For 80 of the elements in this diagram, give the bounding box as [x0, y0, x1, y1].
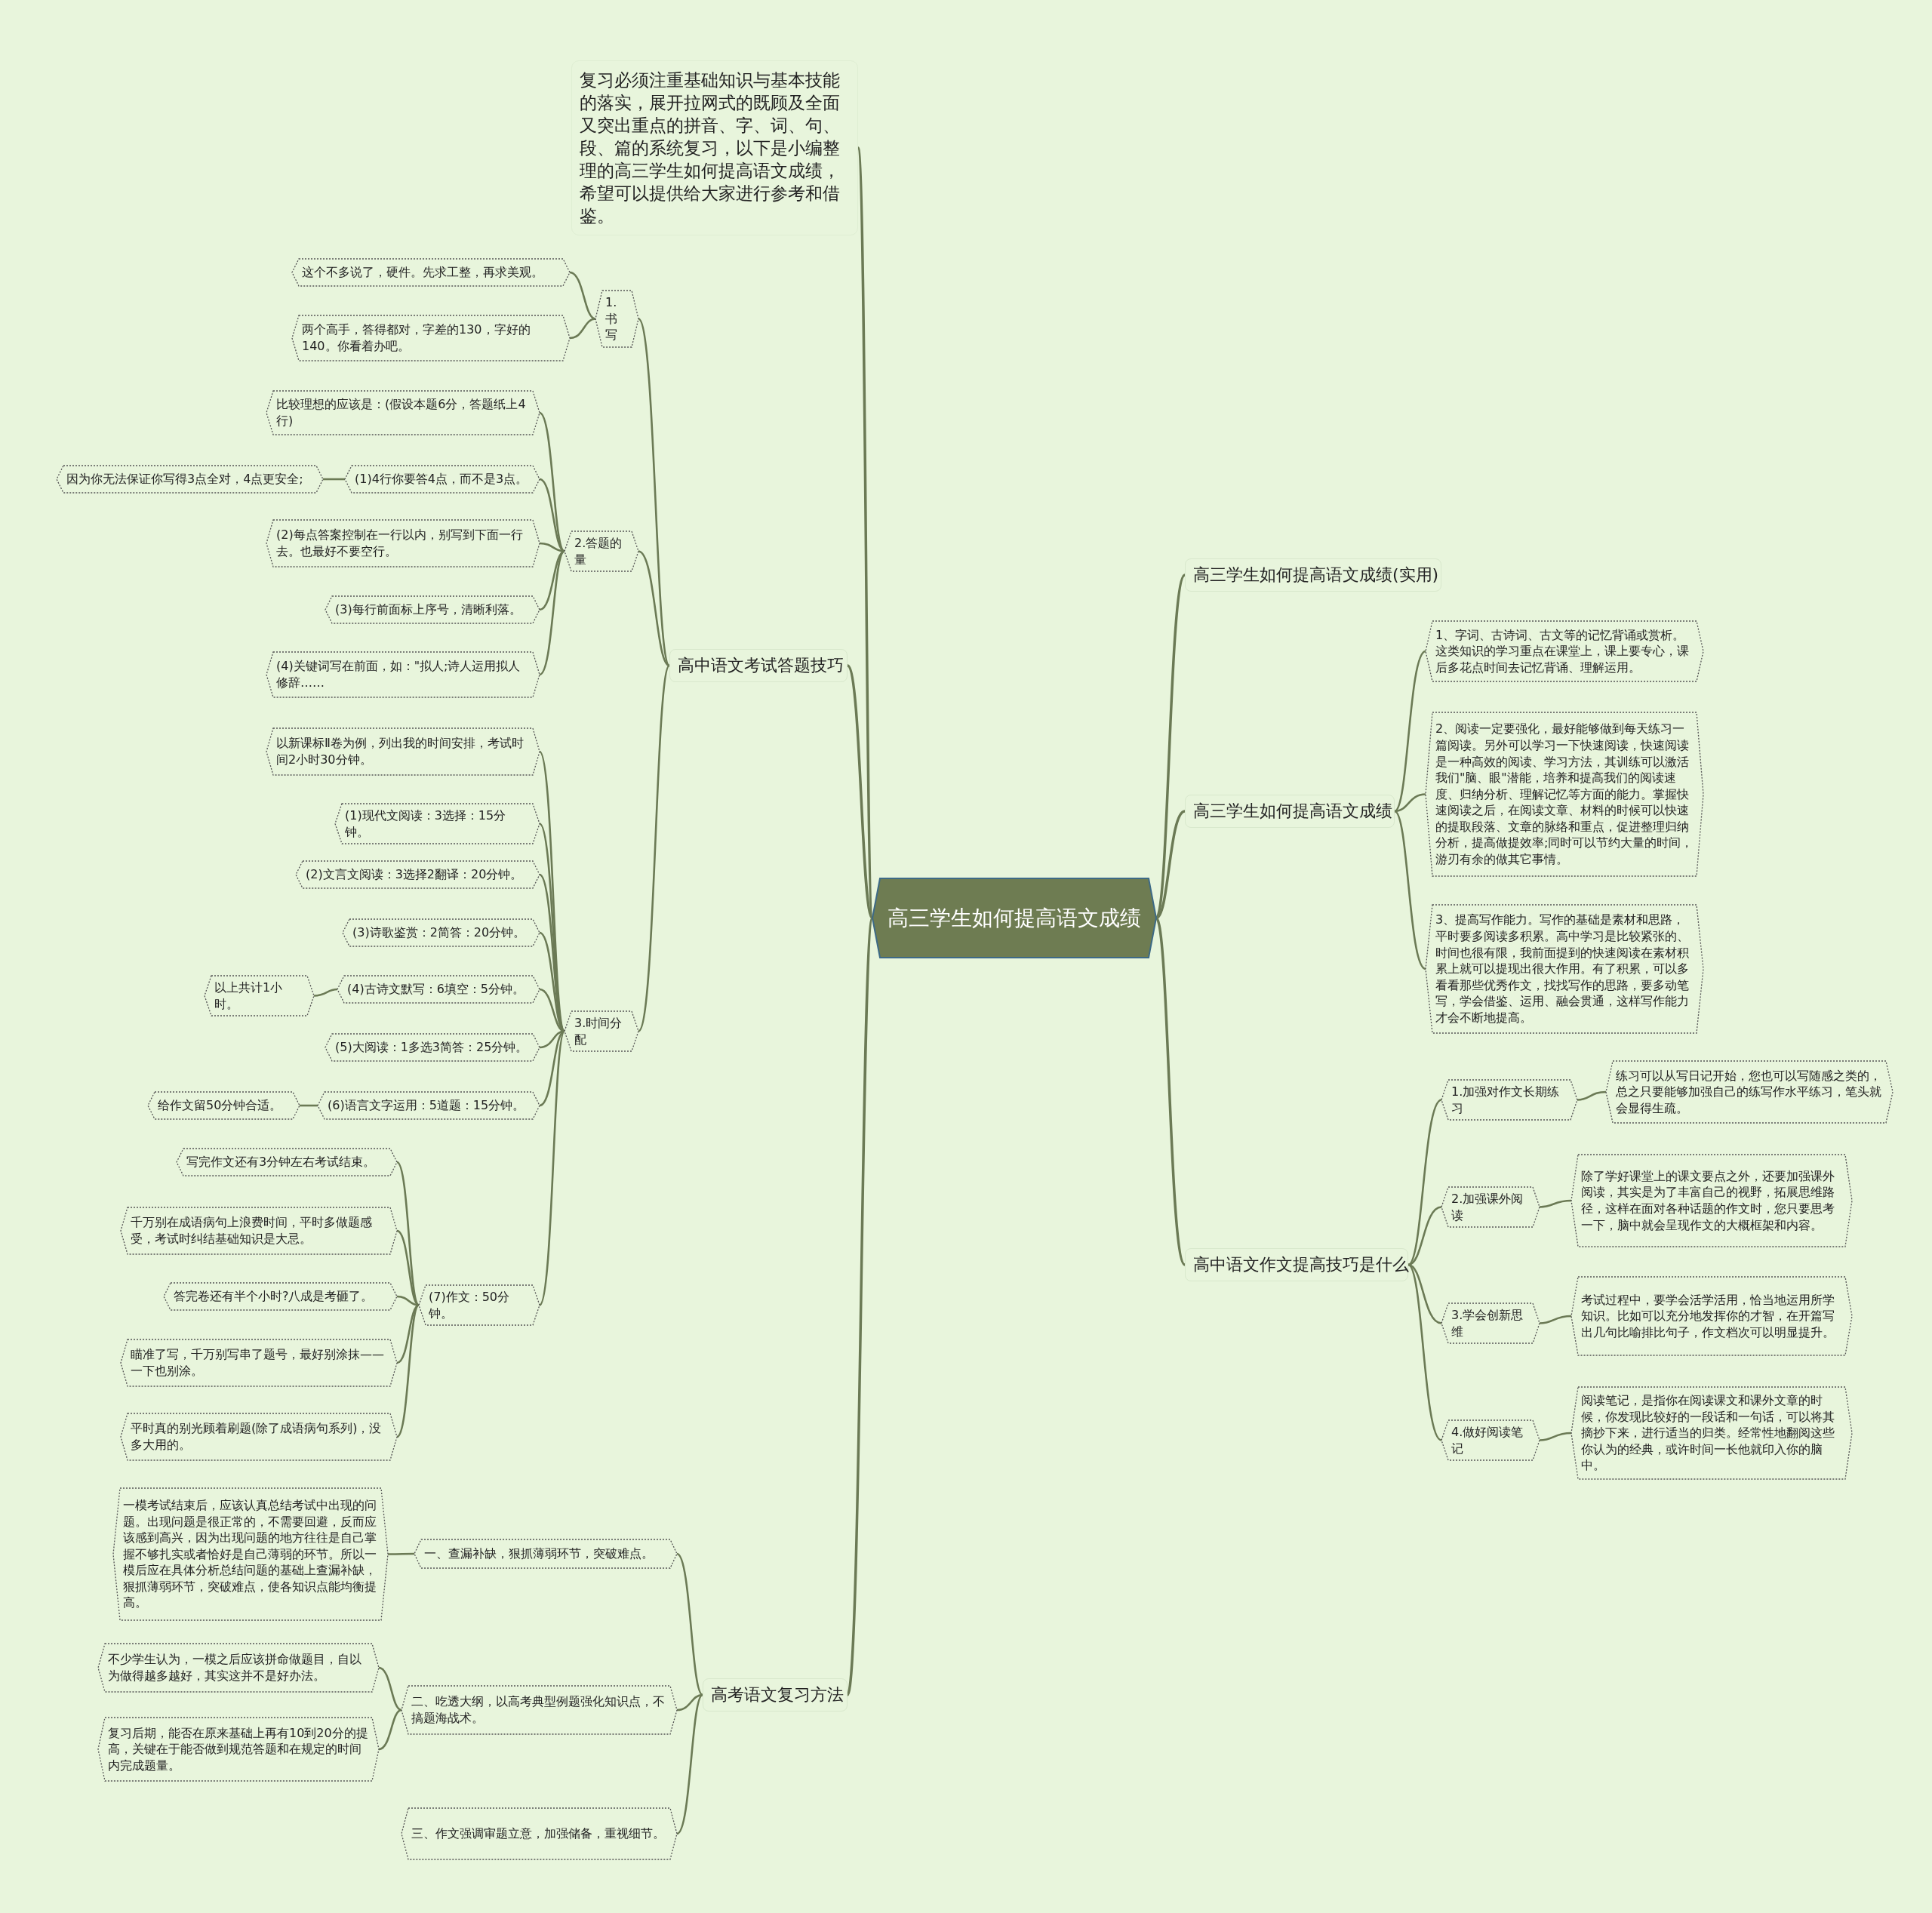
connector-line	[569, 271, 596, 320]
subtopic-box: 不少学生认为，一模之后应该拼命做题目，自以为做得越多越好，其实这并不是好办法。	[98, 1644, 379, 1692]
subtopic-box: 千万别在成语病句上浪费时间，平时多做题感受，考试时纠结基础知识是大忌。	[121, 1207, 397, 1254]
connector-line	[676, 1693, 703, 1712]
subtopic-box: 4.做好阅读笔记	[1441, 1420, 1540, 1461]
subtopic-box: (4)古诗文默写：6填空：5分钟。	[337, 976, 540, 1003]
subtopic-box: (7)作文：50分钟。	[419, 1285, 540, 1326]
branch-topic-box: 高中语文考试答题技巧	[669, 649, 848, 682]
subtopic-box: 2、阅读一定要强化，最好能够做到每天练习一篇阅读。另外可以学习一下快速阅读，快速阅读是一种高效的阅读、学习方法，其训练可以激活我们"脑、眼"潜能，培养和提高我们的阅读速度、归纳分析、理解记忆等方面的能力。掌握快速阅读之后，在阅读文章、材料的时候可以快速的提取段落、文章的脉络和重点，促进整理归纳分析，提高做提效率;同时可以节约大量的时间，游刃有余的做其它事情。	[1426, 712, 1703, 876]
connector-line	[1407, 1263, 1442, 1324]
connector-line	[676, 1553, 703, 1696]
subtopic-box: 3.时间分配	[565, 1011, 638, 1052]
connector-line	[539, 1030, 565, 1107]
subtopic-box: 写完作文还有3分钟左右考试结束。	[177, 1149, 397, 1176]
subtopic-box: (5)大阅读：1多选3简答：25分钟。	[325, 1034, 540, 1061]
subtopic-box: 练习可以从写日记开始，您也可以写随感之类的，总之只要能够加强自己的练写作水平练习，笔头就会显得生疏。	[1606, 1061, 1893, 1123]
subtopic-box: 以上共计1小时。	[205, 976, 314, 1016]
subtopic-box: 答完卷还有半个小时?八成是考砸了。	[164, 1283, 397, 1310]
subtopic-box: 比较理想的应该是：(假设本题6分，答题纸上4行)	[266, 391, 540, 435]
subtopic-box: 三、作文强调审题立意，加强储备，重视细节。	[401, 1808, 677, 1859]
subtopic-box: (3)诗歌鉴赏：2简答：20分钟。	[343, 919, 540, 946]
connector-line	[323, 478, 345, 481]
connector-line	[638, 550, 670, 667]
connector-line	[396, 1304, 420, 1364]
subtopic-box: 考试过程中，要学会活学活用，恰当地运用所学知识。比如可以充分地发挥你的才智，在开篇写出几句比喻排比句子，作文档次可以明显提升。	[1571, 1277, 1852, 1355]
central-topic-box: 高三学生如何提高语文成绩	[872, 878, 1156, 958]
branch-topic-box: 高三学生如何提高语文成绩	[1185, 795, 1395, 828]
subtopic-box: (2)每点答案控制在一行以内，别写到下面一行去。也最好不要空行。	[266, 520, 540, 567]
subtopic-box: 给作文留50分钟合适。	[148, 1092, 300, 1119]
subtopic-box: 阅读笔记，是指你在阅读课文和课外文章的时候，你发现比较好的一段话和一句话，可以将其摘抄下来，进行适当的归类。经常性地翻阅这些你认为的经典，或许时间一长他就印入你的脑中。	[1571, 1387, 1852, 1479]
connector-line	[378, 1666, 402, 1712]
branch-topic-box: 高中语文作文提高技巧是什么	[1185, 1248, 1408, 1281]
connector-line	[1394, 650, 1426, 812]
subtopic-box: 1、字词、古诗词、古文等的记忆背诵或赏析。这类知识的学习重点在课堂上，课上要专心，课后多花点时间去记忆背诵、理解运用。	[1426, 621, 1703, 681]
subtopic-box: (4)关键词写在前面，如："拟人;诗人运用拟人修辞……	[266, 652, 540, 697]
connector-line	[378, 1708, 402, 1751]
branch-topic-box: 高考语文复习方法	[703, 1678, 848, 1712]
subtopic-box: 除了学好课堂上的课文要点之外，还要加强课外阅读，其实是为了丰富自己的视野，拓展思维路径，这样在面对各种话题的作文时，您只要思考一下，脑中就会呈现作文的大概框架和内容。	[1571, 1155, 1852, 1247]
connector-line	[1155, 810, 1186, 919]
connector-line	[637, 665, 671, 1032]
subtopic-box: 1.书写	[595, 291, 638, 347]
subtopic-box: (6)语言文字运用：5道题：15分钟。	[318, 1092, 540, 1119]
subtopic-box: 两个高手，答得都对，字差的130，字好的140。你看着办吧。	[292, 315, 570, 361]
connector-line	[1407, 1206, 1442, 1266]
subtopic-box: 复习后期，能否在原来基础上再有10到20分的提高，关键在于能否做到规范答题和在规定的时间内完成题量。	[98, 1718, 379, 1781]
connector-line	[1539, 1315, 1572, 1324]
subtopic-box: 一模考试结束后，应该认真总结考试中出现的问题。出现问题是很正常的，不需要回避，反而应该感到高兴，因为出现问题的地方往往是自己掌握不够扎实或者恰好是自己薄弱的环节。所以一模后应在具体分析总结问题的基础上查漏补缺，狠抓薄弱环节，突破难点，使各知识点能均衡提高。	[113, 1488, 388, 1620]
subtopic-box: 2.加强课外阅读	[1441, 1187, 1540, 1228]
subtopic-box: 3.学会创新思维	[1441, 1303, 1540, 1344]
subtopic-box: 3、提高写作能力。写作的基础是素材和思路，平时要多阅读多积累。高中学习是比较紧张的、时间也很有限，我前面提到的快速阅读在素材积累上就可以提现出很大作用。有了积累，可以多看看那些优秀作文，找找写作的思路，要多动笔写，学会借鉴、运用、融会贯通，这样写作能力才会不断地提高。	[1426, 905, 1703, 1033]
subtopic-box: 瞄准了写，千万别写串了题号，最好别涂抹——一下也别涂。	[121, 1339, 397, 1386]
connector-line	[388, 1552, 414, 1555]
subtopic-box: (1)现代文阅读：3选择：15分钟。	[335, 804, 540, 844]
subtopic-box: (1)4行你要答4点，而不是3点。	[345, 466, 540, 493]
subtopic-box: 这个不多说了，硬件。先求工整，再求美观。	[292, 259, 570, 286]
connector-line	[300, 1104, 318, 1107]
subtopic-box: 2.答题的量	[565, 531, 638, 572]
connector-line	[1394, 793, 1426, 813]
subtopic-box: 1.加强对作文长期练习	[1441, 1080, 1577, 1121]
subtopic-box: (2)文言文阅读：3选择2翻译：20分钟。	[296, 861, 540, 888]
connector-line	[1577, 1090, 1607, 1101]
branch-topic-box: 高三学生如何提高语文成绩(实用)	[1185, 558, 1441, 592]
subtopic-box: 平时真的别光顾着刷题(除了成语病句系列)，没多大用的。	[121, 1413, 397, 1460]
connector-line	[1539, 1199, 1572, 1208]
subtopic-box: 一、查漏补缺，狠抓薄弱环节，突破难点。	[414, 1539, 677, 1568]
subtopic-box: 因为你无法保证你写得3点全对，4点更安全;	[57, 466, 323, 493]
connector-line	[1407, 1264, 1442, 1441]
connector-line	[846, 918, 874, 1696]
connector-line	[676, 1694, 703, 1835]
connector-line	[1539, 1432, 1572, 1441]
connector-line	[1394, 810, 1426, 970]
subtopic-box: 二、吃透大纲，以高考典型例题强化知识点，不搞题海战术。	[401, 1686, 677, 1734]
connector-line	[569, 318, 596, 340]
subtopic-box: 以新课标Ⅱ卷为例，列出我的时间安排，考试时间2小时30分钟。	[266, 728, 540, 775]
connector-line	[1407, 1099, 1442, 1266]
connector-line	[539, 550, 565, 676]
connector-line	[1155, 917, 1186, 1266]
note-box: 复习必须注重基础知识与基本技能的落实，展开拉网式的既顾及全面又突出重点的拼音、字、词、句、段、篇的系统复习，以下是小编整理的高三学生如何提高语文成绩，希望可以提供给大家进行参考和借鉴。	[571, 60, 858, 235]
subtopic-box: (3)每行前面标上序号，清晰利落。	[325, 596, 540, 623]
connector-line	[313, 988, 338, 997]
